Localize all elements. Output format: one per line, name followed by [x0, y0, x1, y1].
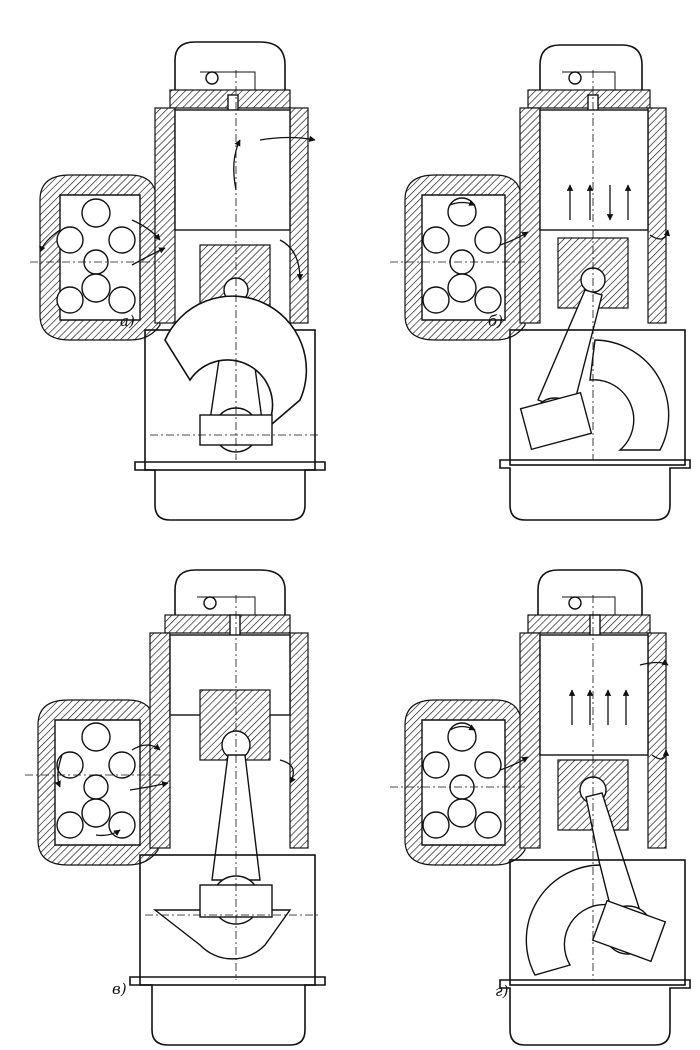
engine-cross-section-drawing-g [390, 569, 691, 1046]
engine-cross-section-drawing-a [30, 41, 326, 521]
panel-label-g: г) [495, 982, 509, 1000]
engine-body-g [390, 569, 691, 1046]
panel-label-b: б) [488, 312, 504, 330]
engine-section-panel-g: г) [350, 525, 700, 1050]
engine-section-panel-b: б) [350, 0, 700, 525]
engine-cross-section-drawing-v [25, 569, 326, 1046]
airflow-arrows-g [449, 659, 670, 771]
panel-label-a: а) [120, 312, 135, 330]
engine-section-panel-a: а) [0, 0, 350, 525]
engine-body-b [390, 44, 691, 521]
panel-label-v: в) [112, 980, 127, 998]
airflow-arrows-a [39, 135, 316, 281]
engine-body-v [25, 569, 326, 1046]
engine-body-a [30, 41, 326, 521]
engine-cross-section-drawing-b [390, 44, 691, 521]
airflow-arrows-v [54, 743, 296, 837]
engine-section-panel-v: в) [0, 525, 350, 1050]
airflow-arrows-b [449, 184, 671, 246]
